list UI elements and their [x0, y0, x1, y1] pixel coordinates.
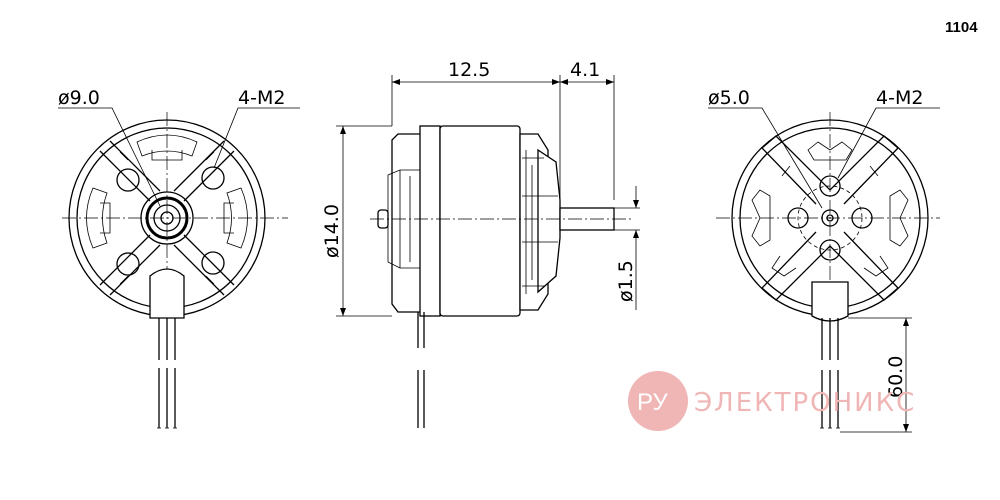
- front-shaft-end: [160, 211, 174, 225]
- body-length-label: 12.5: [448, 59, 490, 81]
- front-holes-label: 4-M2: [238, 87, 285, 109]
- front-mount-hole-bottom-right: [201, 251, 225, 275]
- rotor-can: [439, 125, 521, 317]
- rear-cross-arms: [761, 135, 899, 301]
- front-spokes: [99, 140, 235, 296]
- front-bearing: [153, 204, 181, 232]
- front-lead-wires: [157, 318, 177, 429]
- rear-hole-right: [851, 207, 873, 229]
- watermark-text: ЭЛЕКТРОНИКС: [694, 388, 916, 418]
- rear-holes-label: 4-M2: [876, 87, 923, 109]
- rear-hole-bottom: [819, 239, 841, 261]
- shaft-length-label: 4.1: [570, 59, 600, 81]
- body-diameter-label: ø14.0: [321, 204, 343, 258]
- rear-diameter-label: ø5.0: [708, 87, 750, 109]
- rear-view: ø5.0 4-M2 60.0: [708, 87, 940, 433]
- front-bell-lines: [522, 157, 558, 287]
- front-lead-exit: [149, 268, 185, 319]
- watermark-logo-text: РУ: [637, 389, 668, 416]
- side-view: 12.5 4.1 ø14.0 ø1.5: [321, 59, 640, 428]
- rear-diameter-leader: [708, 107, 823, 209]
- model-number: 1104: [945, 19, 978, 36]
- front-mount-hole-top-right: [201, 166, 225, 190]
- front-holes-leader: [213, 107, 300, 169]
- front-view: ø9.0 4-M2: [58, 87, 300, 429]
- lead-length-label: 60.0: [885, 356, 907, 398]
- front-mount-hole-top-left: [116, 168, 140, 192]
- rear-holes-leader: [837, 107, 940, 179]
- watermark-logo-circle: [628, 371, 688, 431]
- rear-flange: [419, 125, 441, 317]
- rear-hole-top: [819, 175, 841, 197]
- front-stator-slots: [86, 134, 248, 285]
- front-hub-ring: [145, 196, 189, 240]
- rear-bolt-circle: [797, 185, 863, 251]
- front-bell-nose: [537, 148, 561, 294]
- rear-center-boss: [821, 209, 839, 227]
- front-diameter-leader: [58, 107, 161, 207]
- front-hub-outer: [140, 191, 194, 245]
- front-diameter-label: ø9.0: [58, 87, 100, 109]
- watermark: РУ ЭЛЕКТРОНИКС: [628, 371, 916, 431]
- rear-lead-exit: [811, 281, 849, 322]
- rear-slot-hooks: [751, 141, 909, 277]
- shaft-diameter-label: ø1.5: [615, 260, 637, 302]
- front-bell-detail: [525, 150, 533, 294]
- rear-center-pin: [826, 214, 834, 222]
- rear-lead-wires: [820, 318, 840, 429]
- rear-hole-left: [787, 207, 809, 229]
- front-mount-hole-bottom-left: [116, 252, 140, 276]
